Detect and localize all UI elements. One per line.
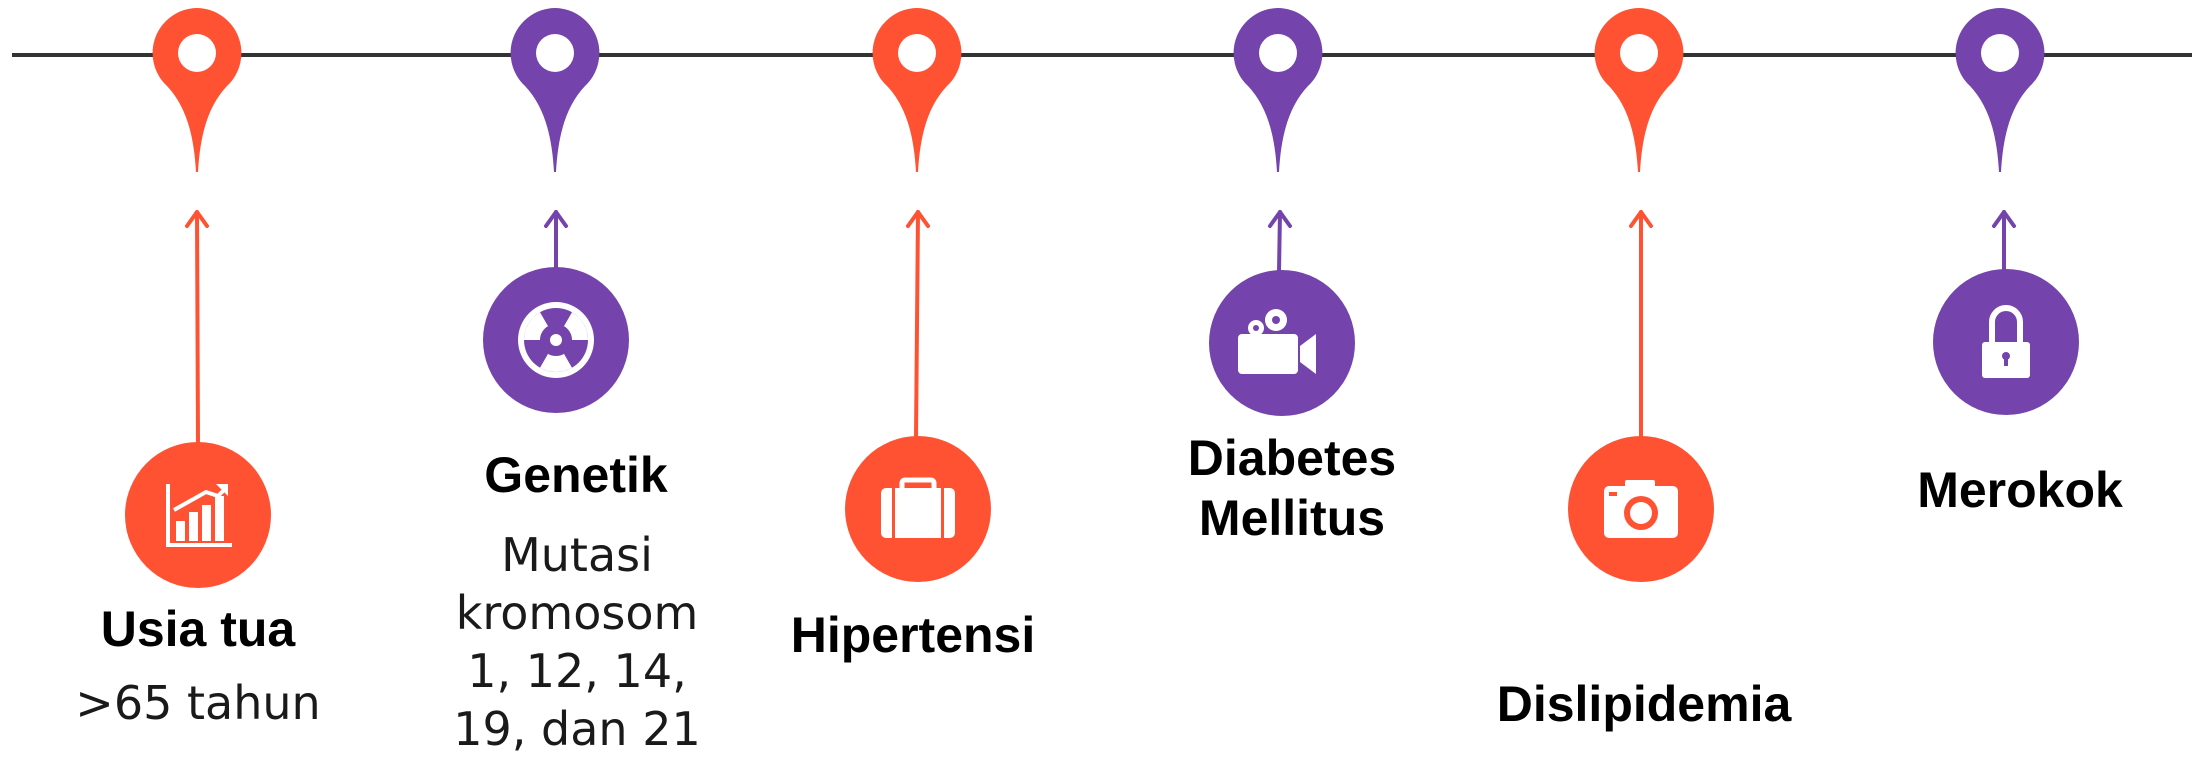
connector-arrow-4 [1268, 210, 1292, 274]
video-camera-icon [1238, 309, 1316, 374]
bar-chart-icon [166, 484, 232, 547]
factor-title-5: Dislipidemia [1496, 676, 1792, 732]
factor-icon-2 [483, 267, 629, 413]
map-pin-icon [872, 8, 962, 172]
factor-title-6: Merokok [1917, 462, 2123, 518]
timeline-marker-2 [510, 8, 600, 172]
factor-icon-5 [1568, 436, 1714, 582]
timeline-marker-6 [1955, 8, 2045, 172]
connector-arrow-5 [1629, 210, 1653, 442]
factor-title-2: Genetik [484, 447, 668, 503]
connector-arrow-2 [544, 210, 568, 270]
factor-title-1: Usia tua [100, 601, 296, 657]
factor-icon-6 [1933, 269, 2079, 415]
timeline-marker-3 [872, 8, 962, 172]
factor-subtitle-2: Mutasi kromosom 1, 12, 14, 19, dan 21 [453, 528, 701, 756]
map-pin-icon [1594, 8, 1684, 172]
connector-arrow-3 [906, 210, 930, 440]
map-pin-icon [1233, 8, 1323, 172]
factor-icon-4 [1209, 270, 1355, 416]
factor-subtitle-1: >65 tahun [75, 676, 321, 730]
map-pin-icon [152, 8, 242, 172]
padlock-icon [1982, 305, 2030, 378]
radiation-icon [518, 302, 594, 378]
connector-arrow-1 [185, 210, 209, 447]
factor-title-4: Diabetes Mellitus [1187, 430, 1397, 546]
map-pin-icon [510, 8, 600, 172]
timeline-marker-4 [1233, 8, 1323, 172]
briefcase-icon [881, 477, 955, 538]
factor-icon-1 [125, 442, 271, 588]
timeline-marker-1 [152, 8, 242, 172]
factor-title-3: Hipertensi [790, 607, 1036, 663]
timeline-marker-5 [1594, 8, 1684, 172]
camera-icon [1604, 480, 1678, 538]
factor-icon-3 [845, 436, 991, 582]
connector-arrow-6 [1992, 210, 2016, 272]
map-pin-icon [1955, 8, 2045, 172]
